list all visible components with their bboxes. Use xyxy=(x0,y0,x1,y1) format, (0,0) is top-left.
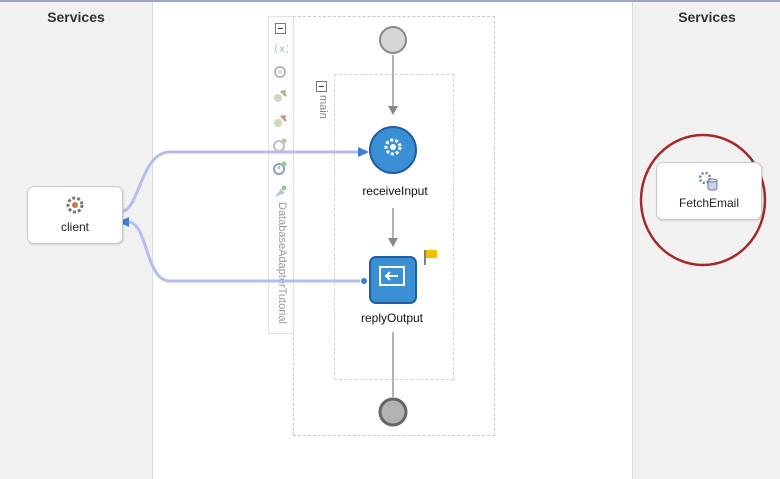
main-scope-label: main xyxy=(317,95,329,119)
correlation-gear-icon[interactable] xyxy=(272,64,288,80)
main-scope-collapse-button[interactable] xyxy=(316,81,327,92)
wire-client-to-receive[interactable] xyxy=(119,150,360,214)
fetch-email-label: FetchEmail xyxy=(678,196,740,210)
svg-text:(x): (x) xyxy=(273,44,288,55)
wire-arrow-receive xyxy=(358,147,369,157)
client-label: client xyxy=(60,220,89,234)
event-icon[interactable] xyxy=(272,184,288,200)
start-node[interactable] xyxy=(379,26,407,54)
wire-reply-to-client[interactable] xyxy=(127,220,360,283)
variables-icon[interactable]: (x) xyxy=(272,40,288,56)
reply-output-label: replyOutput xyxy=(360,311,424,325)
left-lane-title: Services xyxy=(47,9,105,25)
reply-port[interactable] xyxy=(361,278,367,284)
receive-gear-icon xyxy=(384,138,402,156)
composite-name-label: DatabaseAdapterTutorial xyxy=(276,202,288,324)
timer-icon[interactable] xyxy=(272,160,288,176)
flag-icon xyxy=(424,250,437,265)
partner-link-add-icon[interactable] xyxy=(272,88,288,104)
database-adapter-icon xyxy=(698,171,718,191)
receive-input-label: receiveInput xyxy=(362,184,428,198)
wire-arrow-client xyxy=(118,217,129,227)
composite-collapse-button[interactable] xyxy=(275,23,286,34)
fetch-email-service[interactable]: FetchEmail xyxy=(656,162,762,220)
reply-output-activity[interactable] xyxy=(369,256,417,304)
reply-icon xyxy=(379,266,405,286)
top-border xyxy=(0,0,780,2)
right-lane-title: Services xyxy=(678,9,736,25)
right-services-lane: Services xyxy=(632,2,780,479)
main-scope[interactable] xyxy=(334,74,454,380)
highlight-circle xyxy=(639,133,767,267)
end-node[interactable] xyxy=(378,397,408,427)
gear-icon xyxy=(66,196,84,214)
partner-link-edit-icon[interactable] xyxy=(272,113,288,129)
client-service[interactable]: client xyxy=(27,186,123,244)
